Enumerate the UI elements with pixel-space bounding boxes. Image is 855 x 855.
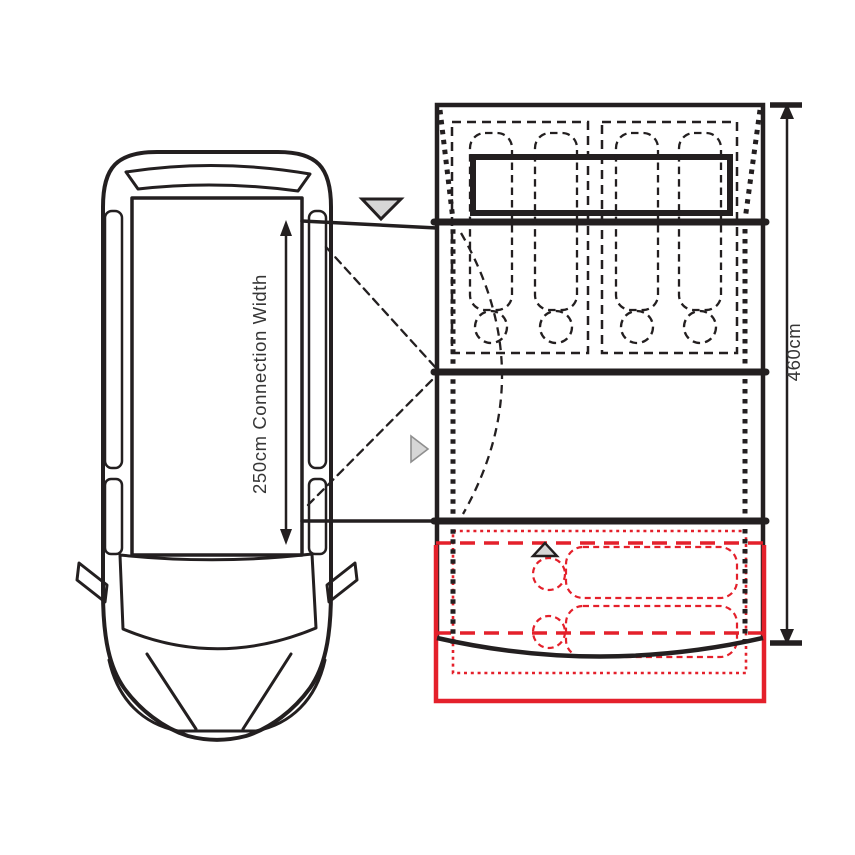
sleeper-3-head bbox=[619, 309, 655, 345]
van-hood-line-left bbox=[145, 652, 198, 731]
van-hood-line-right bbox=[241, 652, 293, 731]
annex-solid-outline bbox=[433, 545, 767, 704]
annex-sleeper-2 bbox=[531, 604, 739, 659]
sleeper-1 bbox=[468, 131, 514, 345]
van-side-window-right-long bbox=[307, 209, 328, 470]
annex-sleeper-1 bbox=[531, 545, 739, 600]
tunnel-edge-top bbox=[300, 219, 439, 230]
door-marker-annex-icon bbox=[530, 541, 560, 558]
annex-sleeper-1-body bbox=[564, 545, 739, 600]
dim-250-label: 250cm Connection Width bbox=[249, 274, 270, 494]
bedroom-right-dashed bbox=[600, 120, 739, 355]
tunnel-fold-bottom-dashed bbox=[306, 374, 438, 507]
dim-250-arrow-up bbox=[280, 220, 292, 236]
door-marker-side-icon bbox=[410, 434, 430, 464]
van-side-window-left-long bbox=[103, 209, 124, 470]
dim-460-arrow-down bbox=[780, 629, 794, 645]
sleeper-2 bbox=[533, 131, 579, 345]
sleeper-1-body bbox=[468, 131, 514, 312]
van-mirror-right bbox=[325, 561, 359, 604]
van-roof-panel bbox=[130, 196, 304, 557]
bed-board bbox=[470, 154, 733, 216]
dim-250-arrow-down bbox=[280, 529, 292, 545]
seam-dotted-left bbox=[437, 109, 456, 645]
van-side-window-left-short bbox=[103, 477, 124, 556]
bedroom-area bbox=[450, 120, 739, 355]
inner-tunnel-door-arc bbox=[460, 232, 504, 515]
van-top-view bbox=[75, 150, 359, 742]
annex-red bbox=[433, 529, 767, 704]
tunnel-fold-top-dashed bbox=[324, 245, 438, 370]
sleeper-4 bbox=[677, 131, 723, 345]
van-side-window-right-short bbox=[307, 477, 328, 556]
awning-front-curve bbox=[436, 635, 764, 659]
van-rear-window bbox=[124, 164, 312, 193]
annex-sleeper-1-head bbox=[531, 556, 567, 592]
sleeper-3 bbox=[614, 131, 660, 345]
seam-dotted-right bbox=[742, 109, 763, 645]
connection-tunnel bbox=[300, 219, 439, 523]
bedroom-left-dashed bbox=[450, 120, 590, 355]
sleeper-3-body bbox=[614, 131, 660, 312]
sleeper-2-head bbox=[538, 309, 574, 345]
awning-structure bbox=[430, 102, 770, 640]
sleeper-2-body bbox=[533, 131, 579, 312]
dimension-connection-width: 250cm Connection Width bbox=[249, 220, 292, 545]
sleeper-4-body bbox=[677, 131, 723, 312]
dim-460-label: 460cm bbox=[783, 323, 804, 382]
annex-dotted-groundsheet bbox=[451, 529, 748, 675]
awning-overlay bbox=[436, 109, 764, 659]
annex-sleeper-2-body bbox=[564, 604, 739, 659]
van-windshield bbox=[118, 552, 318, 651]
dimension-awning-depth: 460cm bbox=[770, 102, 804, 646]
sleeper-4-head bbox=[682, 309, 718, 345]
van-bumper-crease bbox=[107, 658, 327, 733]
door-marker-top-icon bbox=[358, 197, 405, 222]
van-body-outline bbox=[101, 150, 333, 742]
sleeper-1-head bbox=[473, 309, 509, 345]
dim-460-arrow-up bbox=[780, 103, 794, 119]
van-mirror-left bbox=[75, 561, 109, 604]
